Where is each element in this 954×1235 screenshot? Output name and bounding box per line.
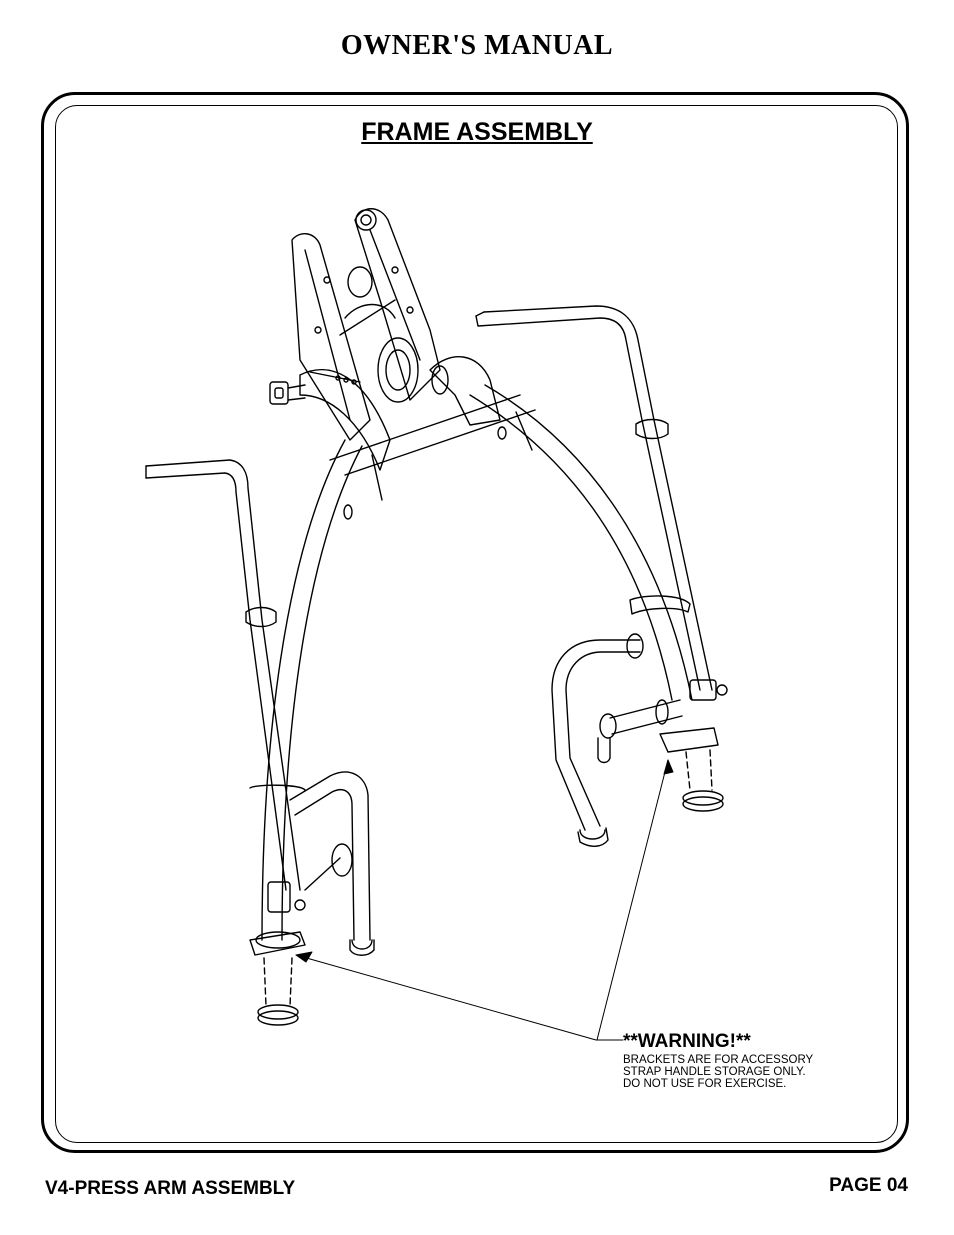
warning-line-3: DO NOT USE FOR EXERCISE. [623, 1078, 787, 1090]
outer-border [41, 92, 909, 1153]
warning-line-1: BRACKETS ARE FOR ACCESSORY [623, 1054, 814, 1066]
right-press-arm [475, 305, 728, 847]
inner-border [55, 105, 898, 1143]
warning-title: **WARNING!** [623, 1031, 751, 1052]
pivot-head [269, 208, 501, 471]
left-press-arm [145, 459, 375, 1026]
page-title: OWNER'S MANUAL [340, 30, 614, 61]
page-number: PAGE 04 [829, 1175, 908, 1196]
arched-frame [261, 384, 693, 941]
section-title: FRAME ASSEMBLY [361, 118, 593, 146]
warning-leader-lines [295, 759, 674, 1041]
footer-section-label: V4-PRESS ARM ASSEMBLY [45, 1178, 296, 1199]
warning-line-2: STRAP HANDLE STORAGE ONLY. [623, 1066, 806, 1078]
